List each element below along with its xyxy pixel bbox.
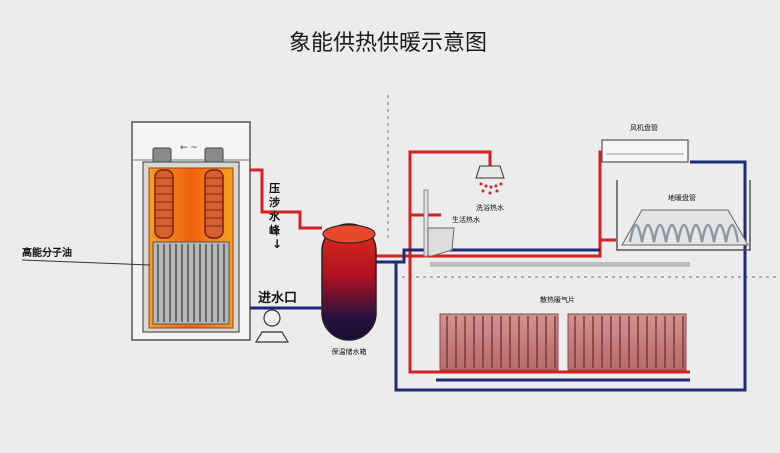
pressure-label: 压 涉 水 峰 ↓ [269,181,282,251]
heat-coils [154,169,224,239]
furnace-unit: ← ~ [131,121,251,341]
storage-tank [321,223,377,341]
hot-pipes [250,150,690,374]
radiator-bank-right [567,313,687,371]
radiator-bank-left [439,313,559,371]
water-inlet-label: 进水口 [258,290,297,306]
svg-text:涉: 涉 [269,195,280,209]
oil-leader-line [21,259,151,266]
fan-coil-unit [601,139,689,163]
water-pump [254,309,290,343]
sink-basin [423,189,455,257]
domestic-hot-water-label: 生活热水 [452,215,480,224]
oil-label: 高能分子油 [22,246,72,259]
fan-coil-label: 风机盘管 [630,123,658,132]
shower-hot-water-label: 洗浴热水 [476,203,504,212]
shower-head [475,165,505,195]
floor-slab [430,262,690,267]
cold-pipes [250,160,747,392]
diagram-title: 象能供热供暖示意图 [289,31,487,56]
storage-tank-label: 保温储水箱 [332,347,367,356]
floor-heating [616,180,751,251]
floor-heating-label: 地暖盘管 [668,193,696,202]
svg-text:← ~: ← ~ [180,143,198,153]
svg-text:水: 水 [269,209,281,223]
arrow-down-icon: ↓ [272,237,282,251]
svg-text:峰: 峰 [269,223,281,237]
svg-text:压: 压 [269,181,280,195]
radiators-label: 散热暖气片 [540,295,575,304]
